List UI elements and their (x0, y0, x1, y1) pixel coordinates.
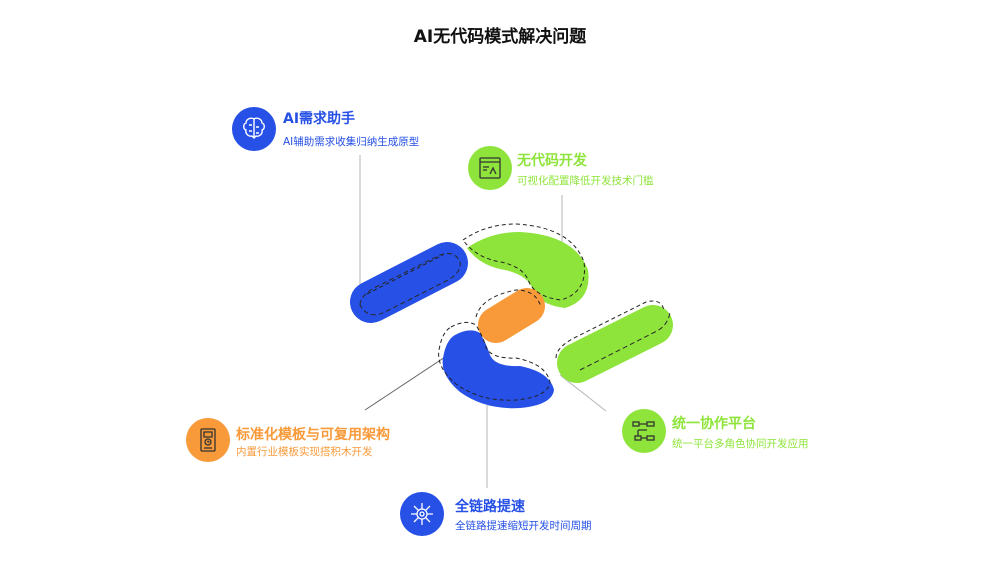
feature-subtitle: 可视化配置降低开发技术门槛 (517, 175, 654, 187)
orange-bar-shape (478, 288, 545, 343)
green-bar-shape (557, 305, 673, 383)
dashed-outline (555, 300, 665, 359)
feature-title: AI需求助手 (283, 111, 356, 127)
green-arch-shape (467, 232, 589, 308)
feature-title: 无代码开发 (517, 153, 587, 169)
dashed-outline (438, 321, 551, 401)
code-window-icon (468, 146, 512, 190)
feature-title: 标准化模板与可复用架构 (236, 427, 390, 443)
leader-line-collab (559, 374, 607, 412)
feature-title: 全链路提速 (455, 499, 525, 515)
feature-title: 统一协作平台 (672, 416, 756, 432)
feature-subtitle: 全链路提速缩短开发时间周期 (455, 520, 592, 532)
feature-subtitle: 统一平台多角色协同开发应用 (672, 438, 809, 450)
feature-subtitle: AI辅助需求收集归纳生成原型 (283, 136, 420, 148)
page-title: AI无代码模式解决问题 (413, 27, 587, 47)
blue-curve-shape (442, 330, 554, 409)
dashed-outline (475, 289, 542, 318)
blue-bar-shape (350, 242, 468, 323)
template-phone-icon (186, 418, 230, 462)
flowchart-icon (622, 409, 666, 453)
dashed-outline (462, 223, 586, 301)
brain-icon (232, 107, 276, 151)
gear-icon (400, 492, 444, 536)
feature-subtitle: 内置行业模板实现搭积木开发 (236, 446, 373, 458)
dashed-outline (366, 254, 444, 295)
